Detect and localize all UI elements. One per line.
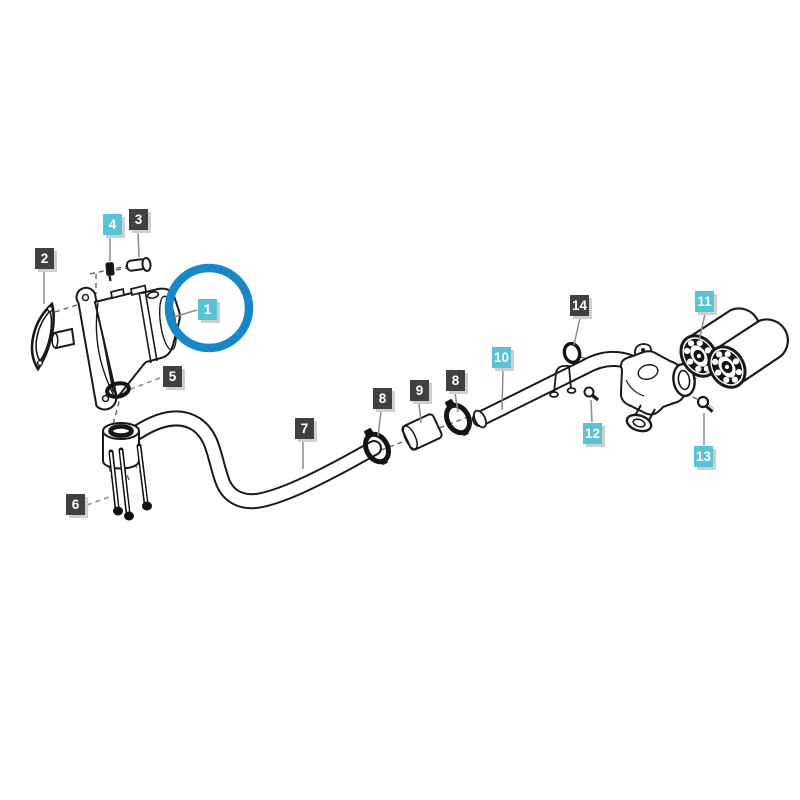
pipe-bracket-drawing	[549, 365, 577, 398]
pump-drawing	[51, 284, 181, 411]
callout-12[interactable]: 12	[583, 423, 603, 444]
o-ring-14-drawing	[562, 341, 582, 365]
callout-4[interactable]: 4	[103, 214, 122, 235]
callout-14[interactable]: 14	[570, 295, 590, 316]
hose-clamp-right-drawing	[443, 399, 473, 437]
callout-3[interactable]: 3	[129, 209, 148, 230]
suction-pipe-drawing	[130, 410, 382, 510]
callout-1[interactable]: 1	[198, 299, 217, 320]
bolt-13-drawing	[696, 395, 715, 413]
o-ring-5-drawing	[105, 381, 131, 399]
callout-11[interactable]: 11	[695, 291, 714, 312]
dowel-pin-drawing	[125, 257, 152, 272]
callout-5[interactable]: 5	[163, 366, 182, 387]
callout-8-9[interactable]: 8	[446, 370, 465, 391]
plug-12-drawing	[583, 386, 600, 402]
highlight-ring	[164, 263, 254, 353]
gasket-drawing	[30, 301, 55, 372]
callout-7[interactable]: 7	[295, 418, 314, 439]
oil-filters-drawing	[679, 307, 789, 389]
callout-13[interactable]: 13	[694, 446, 714, 467]
callout-10[interactable]: 10	[492, 347, 512, 368]
callout-8-7[interactable]: 8	[373, 388, 392, 409]
plug-4-drawing	[105, 262, 115, 282]
hose-clamp-left-drawing	[362, 428, 392, 466]
sleeve-drawing	[401, 413, 443, 451]
callout-6[interactable]: 6	[66, 494, 85, 515]
mount-bolts-drawing	[108, 443, 152, 521]
callout-2[interactable]: 2	[35, 248, 54, 269]
callout-9[interactable]: 9	[410, 380, 429, 401]
